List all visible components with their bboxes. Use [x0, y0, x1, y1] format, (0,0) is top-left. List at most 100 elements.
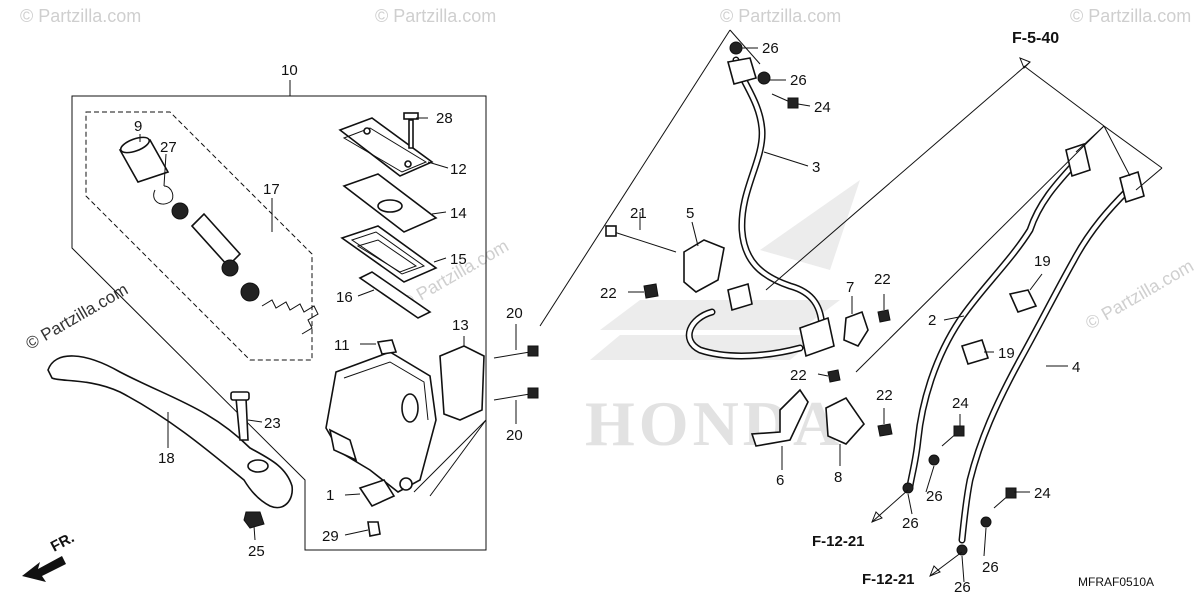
callout-number: 26 — [982, 559, 999, 576]
callout-number: 14 — [450, 205, 467, 222]
watermark-text: © Partzilla.com — [1070, 6, 1191, 26]
hose-stay — [750, 388, 809, 447]
sealing-washer — [729, 41, 743, 55]
callout-number: 3 — [812, 159, 820, 176]
hose-stay — [843, 310, 869, 348]
sealing-washer — [928, 454, 940, 466]
reference-lines — [539, 29, 1163, 577]
holder-bolt — [493, 387, 539, 401]
callout-number: 11 — [334, 337, 350, 354]
hose-clamp — [960, 339, 990, 365]
callout-number: 26 — [790, 72, 807, 89]
reservoir-float — [358, 271, 432, 319]
piston-boot — [118, 136, 170, 183]
hose-fitting — [1119, 170, 1145, 204]
flange-bolt — [827, 369, 841, 383]
callout-number: 13 — [452, 317, 469, 334]
brake-hose-left — [906, 156, 1082, 490]
screw — [376, 339, 398, 355]
callout-number: 4 — [1072, 359, 1080, 376]
callout-number: 12 — [450, 161, 467, 178]
hose-clamp — [1008, 289, 1038, 313]
callout-number: 1 — [326, 487, 334, 504]
cap-screw — [403, 112, 419, 149]
direction-label: FR. — [48, 529, 77, 555]
callout-number: 6 — [776, 472, 784, 489]
callout-number: 18 — [158, 450, 175, 467]
hose-joint — [727, 282, 753, 312]
brake-switch — [358, 479, 396, 508]
brake-hose-upper — [732, 56, 826, 334]
callout-number: 26 — [926, 488, 943, 505]
callout-number: 27 — [160, 139, 177, 156]
callout-number: 15 — [450, 251, 467, 268]
sealing-washer — [980, 516, 992, 528]
callout-number: 22 — [790, 367, 807, 384]
callout-number: 19 — [1034, 253, 1051, 270]
piston-set-frame — [85, 111, 313, 361]
callout-number: 26 — [902, 515, 919, 532]
reference-label: F-12-21 — [812, 533, 865, 550]
callout-number: 9 — [134, 118, 142, 135]
callout-labels: 10 9 27 17 28 12 14 15 16 11 13 20 20 23… — [134, 40, 1080, 596]
diaphragm-plate — [342, 173, 438, 233]
front-direction-arrow-icon: FR. — [22, 529, 77, 582]
callout-number: 22 — [874, 271, 891, 288]
sealing-washer — [956, 544, 968, 556]
bracket-bolt — [605, 225, 677, 253]
callout-number: 8 — [834, 469, 842, 486]
assembly-frame — [71, 95, 487, 551]
callout-number: 24 — [1034, 485, 1051, 502]
switch-screw — [367, 521, 381, 537]
hose-joint-stay — [825, 396, 866, 445]
watermark-text: © Partzilla.com — [20, 6, 141, 26]
three-way-joint — [799, 316, 835, 358]
flange-bolt — [877, 423, 893, 437]
callout-number: 24 — [814, 99, 831, 116]
watermark-text: © Partzilla.com — [720, 6, 841, 26]
callout-number: 21 — [630, 205, 647, 222]
pivot-bolt — [235, 397, 249, 441]
callout-number: 20 — [506, 305, 523, 322]
brake-lever — [47, 355, 294, 509]
watermark-text: © Partzilla.com — [375, 6, 496, 26]
flange-bolt — [643, 283, 659, 299]
callout-number: 28 — [436, 110, 453, 127]
pivot-nut — [243, 511, 265, 529]
sealing-washer — [902, 482, 914, 494]
leader-lines-right — [628, 47, 1068, 583]
banjo-fitting — [726, 57, 758, 85]
callout-number: 25 — [248, 543, 265, 560]
callout-number: 16 — [336, 289, 353, 306]
flange-bolt — [877, 309, 891, 323]
callout-number: 22 — [600, 285, 617, 302]
callout-number: 23 — [264, 415, 281, 432]
banjo-bolt — [993, 487, 1017, 509]
sealing-washer — [757, 71, 771, 85]
callout-number: 26 — [954, 579, 971, 596]
diagram-code: MFRAF0510A — [1078, 575, 1154, 589]
brake-hose-lower — [685, 308, 804, 360]
reference-label: F-12-21 — [862, 571, 915, 588]
callout-number: 26 — [762, 40, 779, 57]
callout-number: 22 — [876, 387, 893, 404]
callout-number: 7 — [846, 279, 854, 296]
banjo-bolt — [771, 93, 799, 109]
callout-number: 2 — [928, 312, 936, 329]
reservoir-cap — [338, 117, 434, 177]
callout-number: 20 — [506, 427, 523, 444]
hose-bracket — [683, 239, 725, 293]
diaphragm — [340, 225, 438, 283]
master-cylinder-holder — [439, 345, 485, 421]
callout-number: 29 — [322, 528, 339, 545]
callout-number: 17 — [263, 181, 280, 198]
piston-spring — [261, 299, 319, 335]
snap-ring — [153, 185, 174, 205]
callout-number: 10 — [281, 62, 298, 79]
reference-label: F-5-40 — [1012, 30, 1059, 47]
banjo-bolt — [941, 425, 965, 447]
leader-lines-left — [139, 117, 517, 541]
watermark-text: © Partzilla.com — [1082, 255, 1197, 333]
piston — [171, 202, 260, 302]
